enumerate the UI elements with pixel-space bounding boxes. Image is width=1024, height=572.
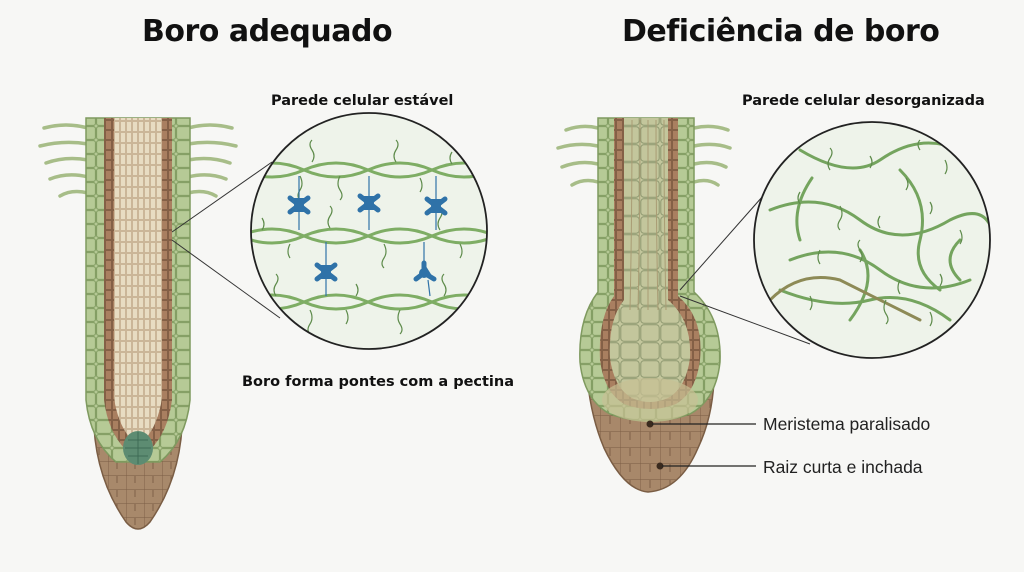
deficient-root xyxy=(556,117,732,493)
label-paralyzed-meristem: Meristema paralisado xyxy=(763,414,931,434)
title-boro-adequado: Boro adequado xyxy=(142,14,393,49)
caption-disorganized-cell-wall: Parede celular desorganizada xyxy=(742,93,985,109)
healthy-root xyxy=(38,117,238,530)
caption-boron-pectin-bridges: Boro forma pontes com a pectina xyxy=(242,374,515,390)
zoom-disorganized-cell-wall xyxy=(753,121,991,359)
title-deficiencia-boro: Deficiência de boro xyxy=(622,14,940,49)
zoom-stable-cell-wall xyxy=(250,112,488,350)
caption-stable-cell-wall: Parede celular estável xyxy=(271,93,454,109)
label-short-swollen-root: Raiz curta e inchada xyxy=(763,457,923,477)
